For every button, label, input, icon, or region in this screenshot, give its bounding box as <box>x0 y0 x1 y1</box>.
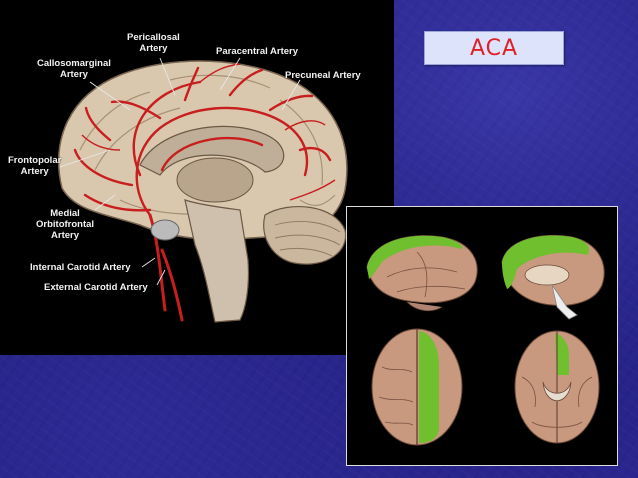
title-box: ACA <box>424 31 564 65</box>
inferior-aca-territory <box>555 333 569 375</box>
label-leader-lines <box>59 57 301 286</box>
carotid-arteries <box>148 213 184 322</box>
lateral-view-brain <box>366 235 478 312</box>
aca-territory-inset <box>346 206 618 466</box>
inferior-view-brain <box>514 330 600 444</box>
pericallosal-branch <box>160 136 264 172</box>
aca-territory-views <box>366 234 605 446</box>
sagittal-brain-illustration <box>57 57 348 323</box>
brainstem <box>184 199 250 323</box>
thalamus <box>176 157 254 203</box>
slide-title: ACA <box>469 35 519 61</box>
medial-orbitofrontal-branch <box>83 193 152 212</box>
precuneal-artery-label: Precuneal Artery <box>285 70 361 81</box>
superior-aca-territory <box>419 331 439 443</box>
gyri-lines <box>79 74 336 215</box>
cerebellum-folia <box>274 221 341 257</box>
medial-aca-territory <box>502 235 590 289</box>
pituitary-region <box>150 219 180 241</box>
anterior-cerebral-arteries <box>73 66 332 217</box>
lateral-aca-territory <box>367 235 463 279</box>
frontopolar-branch <box>73 148 134 187</box>
external-carotid <box>160 248 184 322</box>
internal-carotid <box>148 213 167 312</box>
paracentral-artery-label: Paracentral Artery <box>216 46 299 57</box>
corpus-callosum <box>139 125 285 176</box>
callosomarginal-branch <box>132 80 202 177</box>
internal-carotid-artery-label: Internal Carotid Artery <box>30 262 131 273</box>
aca-main-trunk <box>135 106 309 217</box>
external-carotid-artery-label: External Carotid Artery <box>44 282 148 293</box>
superior-view-brain <box>371 328 463 446</box>
medial-view-brain <box>501 234 605 320</box>
